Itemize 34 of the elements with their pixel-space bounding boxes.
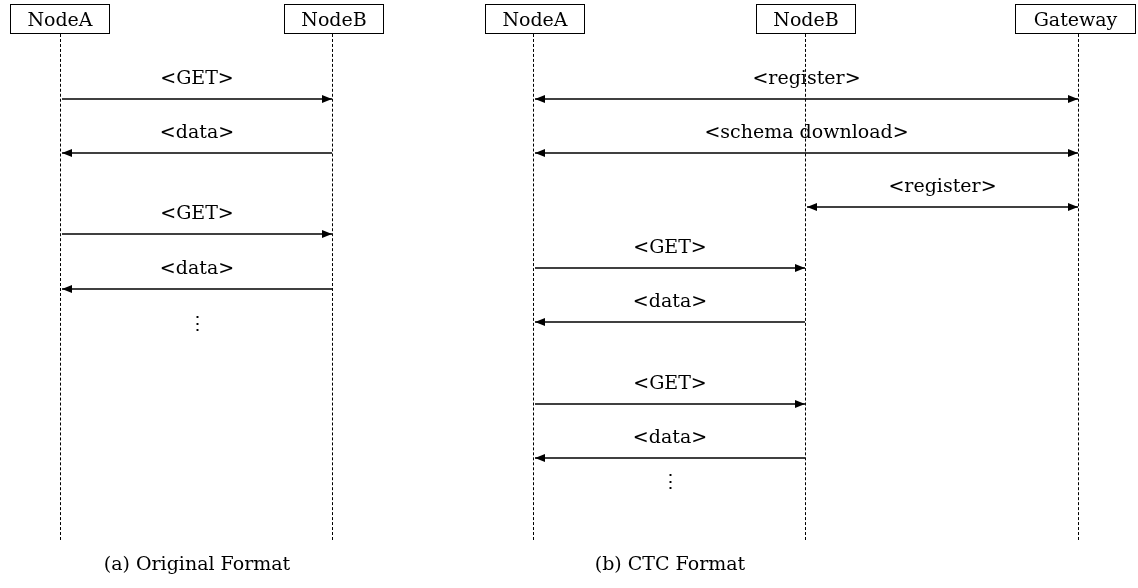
- message-label: <GET>: [633, 235, 707, 257]
- message-label: <data>: [632, 425, 708, 447]
- participant-box: NodeA: [485, 4, 585, 34]
- lifeline: [533, 34, 535, 540]
- lifeline: [332, 34, 334, 540]
- caption: (b) CTC Format: [594, 552, 746, 574]
- message-arrow: [534, 454, 806, 462]
- message-arrow: [61, 285, 333, 293]
- message-arrow: [61, 230, 333, 238]
- message-arrow: [61, 149, 333, 157]
- message-label: <data>: [632, 289, 708, 311]
- lifeline: [805, 34, 807, 540]
- message-arrow: [534, 264, 806, 272]
- message-label: <GET>: [160, 66, 234, 88]
- participant-box: NodeA: [10, 4, 110, 34]
- message-label: <register>: [888, 174, 997, 196]
- message-arrow: [534, 318, 806, 326]
- message-label: <data>: [159, 256, 235, 278]
- caption: (a) Original Format: [103, 552, 291, 574]
- participant-box: NodeB: [756, 4, 856, 34]
- lifeline: [60, 34, 62, 540]
- participant-box: Gateway: [1015, 4, 1136, 34]
- message-arrow: [61, 95, 333, 103]
- message-arrow: [534, 400, 806, 408]
- message-arrow: [534, 149, 1079, 157]
- lifeline: [1078, 34, 1080, 540]
- message-label: <register>: [752, 66, 861, 88]
- message-label: <data>: [159, 120, 235, 142]
- message-arrow: [534, 95, 1079, 103]
- message-label: <schema download>: [704, 120, 909, 142]
- message-label: <GET>: [160, 201, 234, 223]
- participant-box: NodeB: [284, 4, 384, 34]
- message-arrow: [806, 203, 1079, 211]
- message-label: <GET>: [633, 371, 707, 393]
